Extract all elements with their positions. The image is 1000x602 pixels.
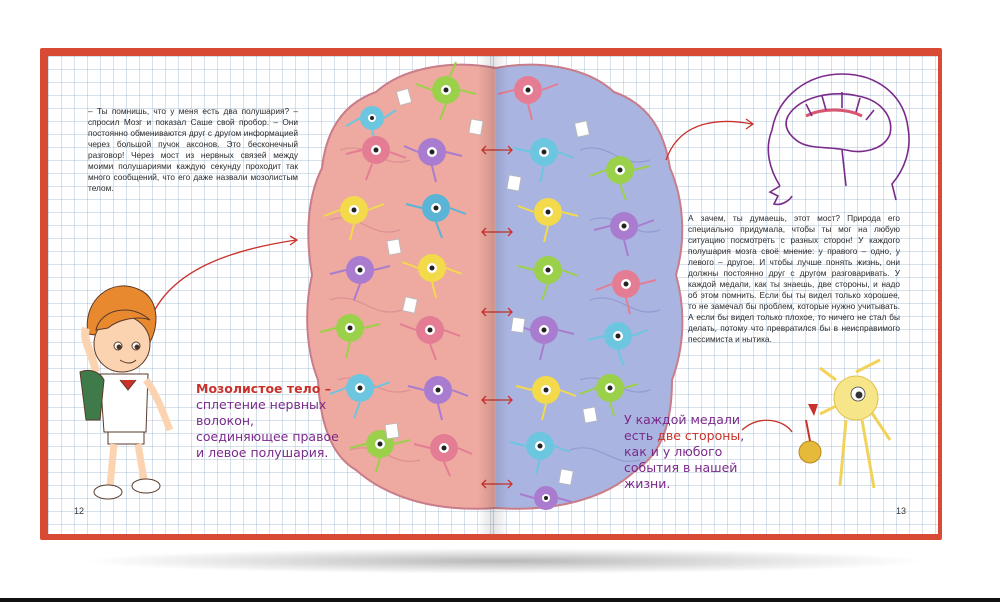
page-number-right: 13 [896, 506, 907, 516]
connection-arrows [481, 145, 513, 489]
definition-text: сплетение нервных волокон, соединяющее п… [196, 397, 339, 460]
definition-dash: – [320, 381, 331, 396]
book-gutter [478, 56, 508, 534]
boy-character [79, 285, 174, 500]
quote-part-1: У каждой медали есть [624, 412, 740, 443]
corpus-callosum-definition: Мозолистое тело – сплетение нервных воло… [196, 381, 346, 461]
medal-quote: У каждой медали есть две стороны, как и … [624, 412, 754, 492]
corpus-callosum-term: Мозолистое тело [196, 381, 321, 396]
arrow-to-head-icon [665, 120, 753, 161]
quote-highlight: две стороны [657, 428, 741, 443]
neuron-characters [319, 61, 657, 510]
page-number-left: 12 [74, 506, 85, 516]
arrow-to-medal-icon [741, 419, 793, 433]
book-shadow [80, 548, 930, 574]
medal-icon [798, 440, 822, 464]
intro-paragraph: – Ты помнишь, что у меня есть два полуша… [88, 106, 298, 193]
head-profile-icon [767, 73, 910, 206]
bottom-border [0, 598, 1000, 602]
medal-neuron-character [798, 358, 892, 489]
bridge-paragraph: А зачем, ты думаешь, этот мост? Природа … [688, 213, 900, 344]
message-notes [384, 88, 598, 486]
arrow-to-brain-icon [149, 239, 297, 321]
quote-part-2: , как и у любого события в нашей жизни. [624, 428, 745, 491]
